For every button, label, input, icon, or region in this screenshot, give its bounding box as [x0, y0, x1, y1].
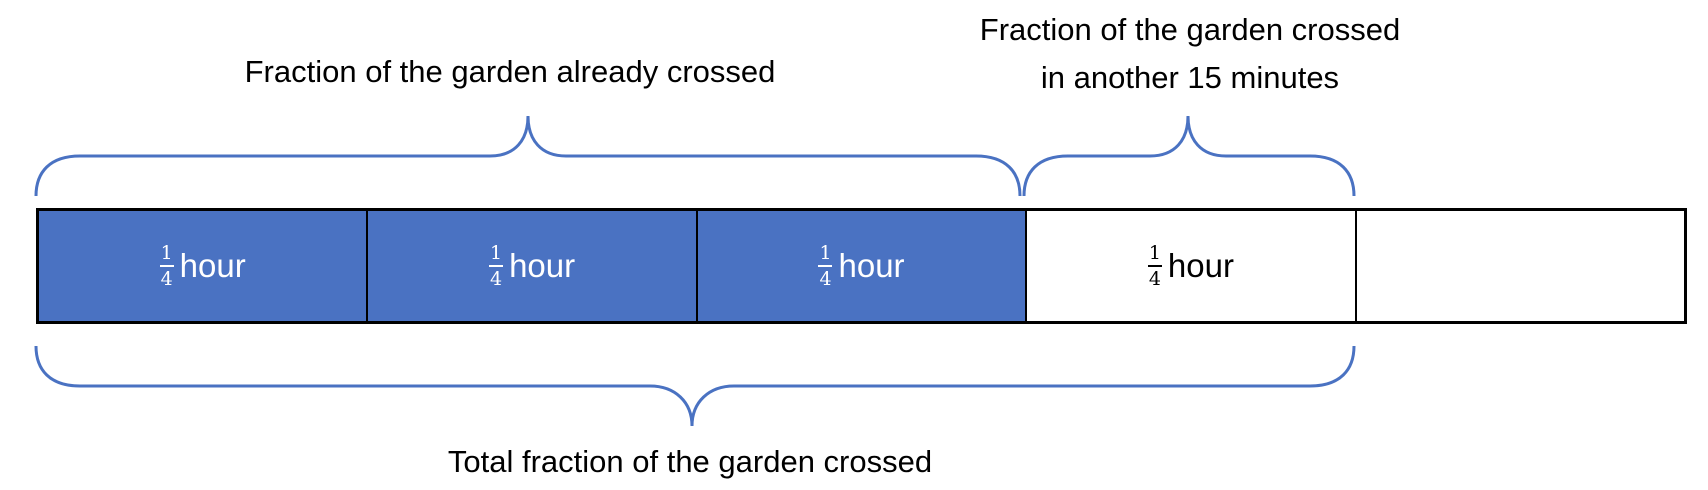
fraction-one-quarter: 1 4: [159, 242, 174, 290]
fraction-one-quarter: 1 4: [1147, 242, 1162, 290]
fraction-line: [489, 265, 504, 267]
another-label-line-1: Fraction of the garden crossed: [979, 12, 1401, 47]
fraction-numerator: 1: [1148, 242, 1161, 264]
fraction-one-quarter: 1 4: [489, 242, 504, 290]
another-label-line-2: in another 15 minutes: [1040, 60, 1340, 95]
fraction-denominator: 4: [1148, 268, 1161, 290]
segment-unit: hour: [179, 247, 246, 284]
fraction-line: [818, 265, 833, 267]
bar-segment-empty: [1356, 211, 1685, 321]
bar-segment: 1 4 hour: [697, 211, 1028, 321]
bar-segment: 1 4 hour: [1027, 211, 1357, 321]
fraction-bar: 1 4 hour 1 4 hour 1 4 hour 1 4 hour: [36, 208, 1687, 324]
bar-segment: 1 4 hour: [39, 211, 369, 321]
fraction-line: [1147, 265, 1162, 267]
fraction-denominator: 4: [160, 268, 173, 290]
fraction-line: [159, 265, 174, 267]
top-brace-another-15-minutes: [1022, 115, 1356, 197]
top-brace-already-crossed: [34, 115, 1022, 197]
fraction-denominator: 4: [490, 268, 503, 290]
fraction-numerator: 1: [819, 242, 832, 264]
fraction-numerator: 1: [160, 242, 173, 264]
segment-unit: hour: [1167, 247, 1234, 284]
segment-unit: hour: [838, 247, 905, 284]
already-crossed-label: Fraction of the garden already crossed: [244, 54, 776, 89]
fraction-one-quarter: 1 4: [818, 242, 833, 290]
fraction-numerator: 1: [490, 242, 503, 264]
bar-segment: 1 4 hour: [368, 211, 698, 321]
another-15-minutes-label: Fraction of the garden crossed in anothe…: [900, 6, 1480, 102]
total-crossed-label: Total fraction of the garden crossed: [447, 444, 933, 479]
fraction-denominator: 4: [819, 268, 832, 290]
segment-unit: hour: [509, 247, 576, 284]
bottom-brace-total: [34, 345, 1356, 427]
